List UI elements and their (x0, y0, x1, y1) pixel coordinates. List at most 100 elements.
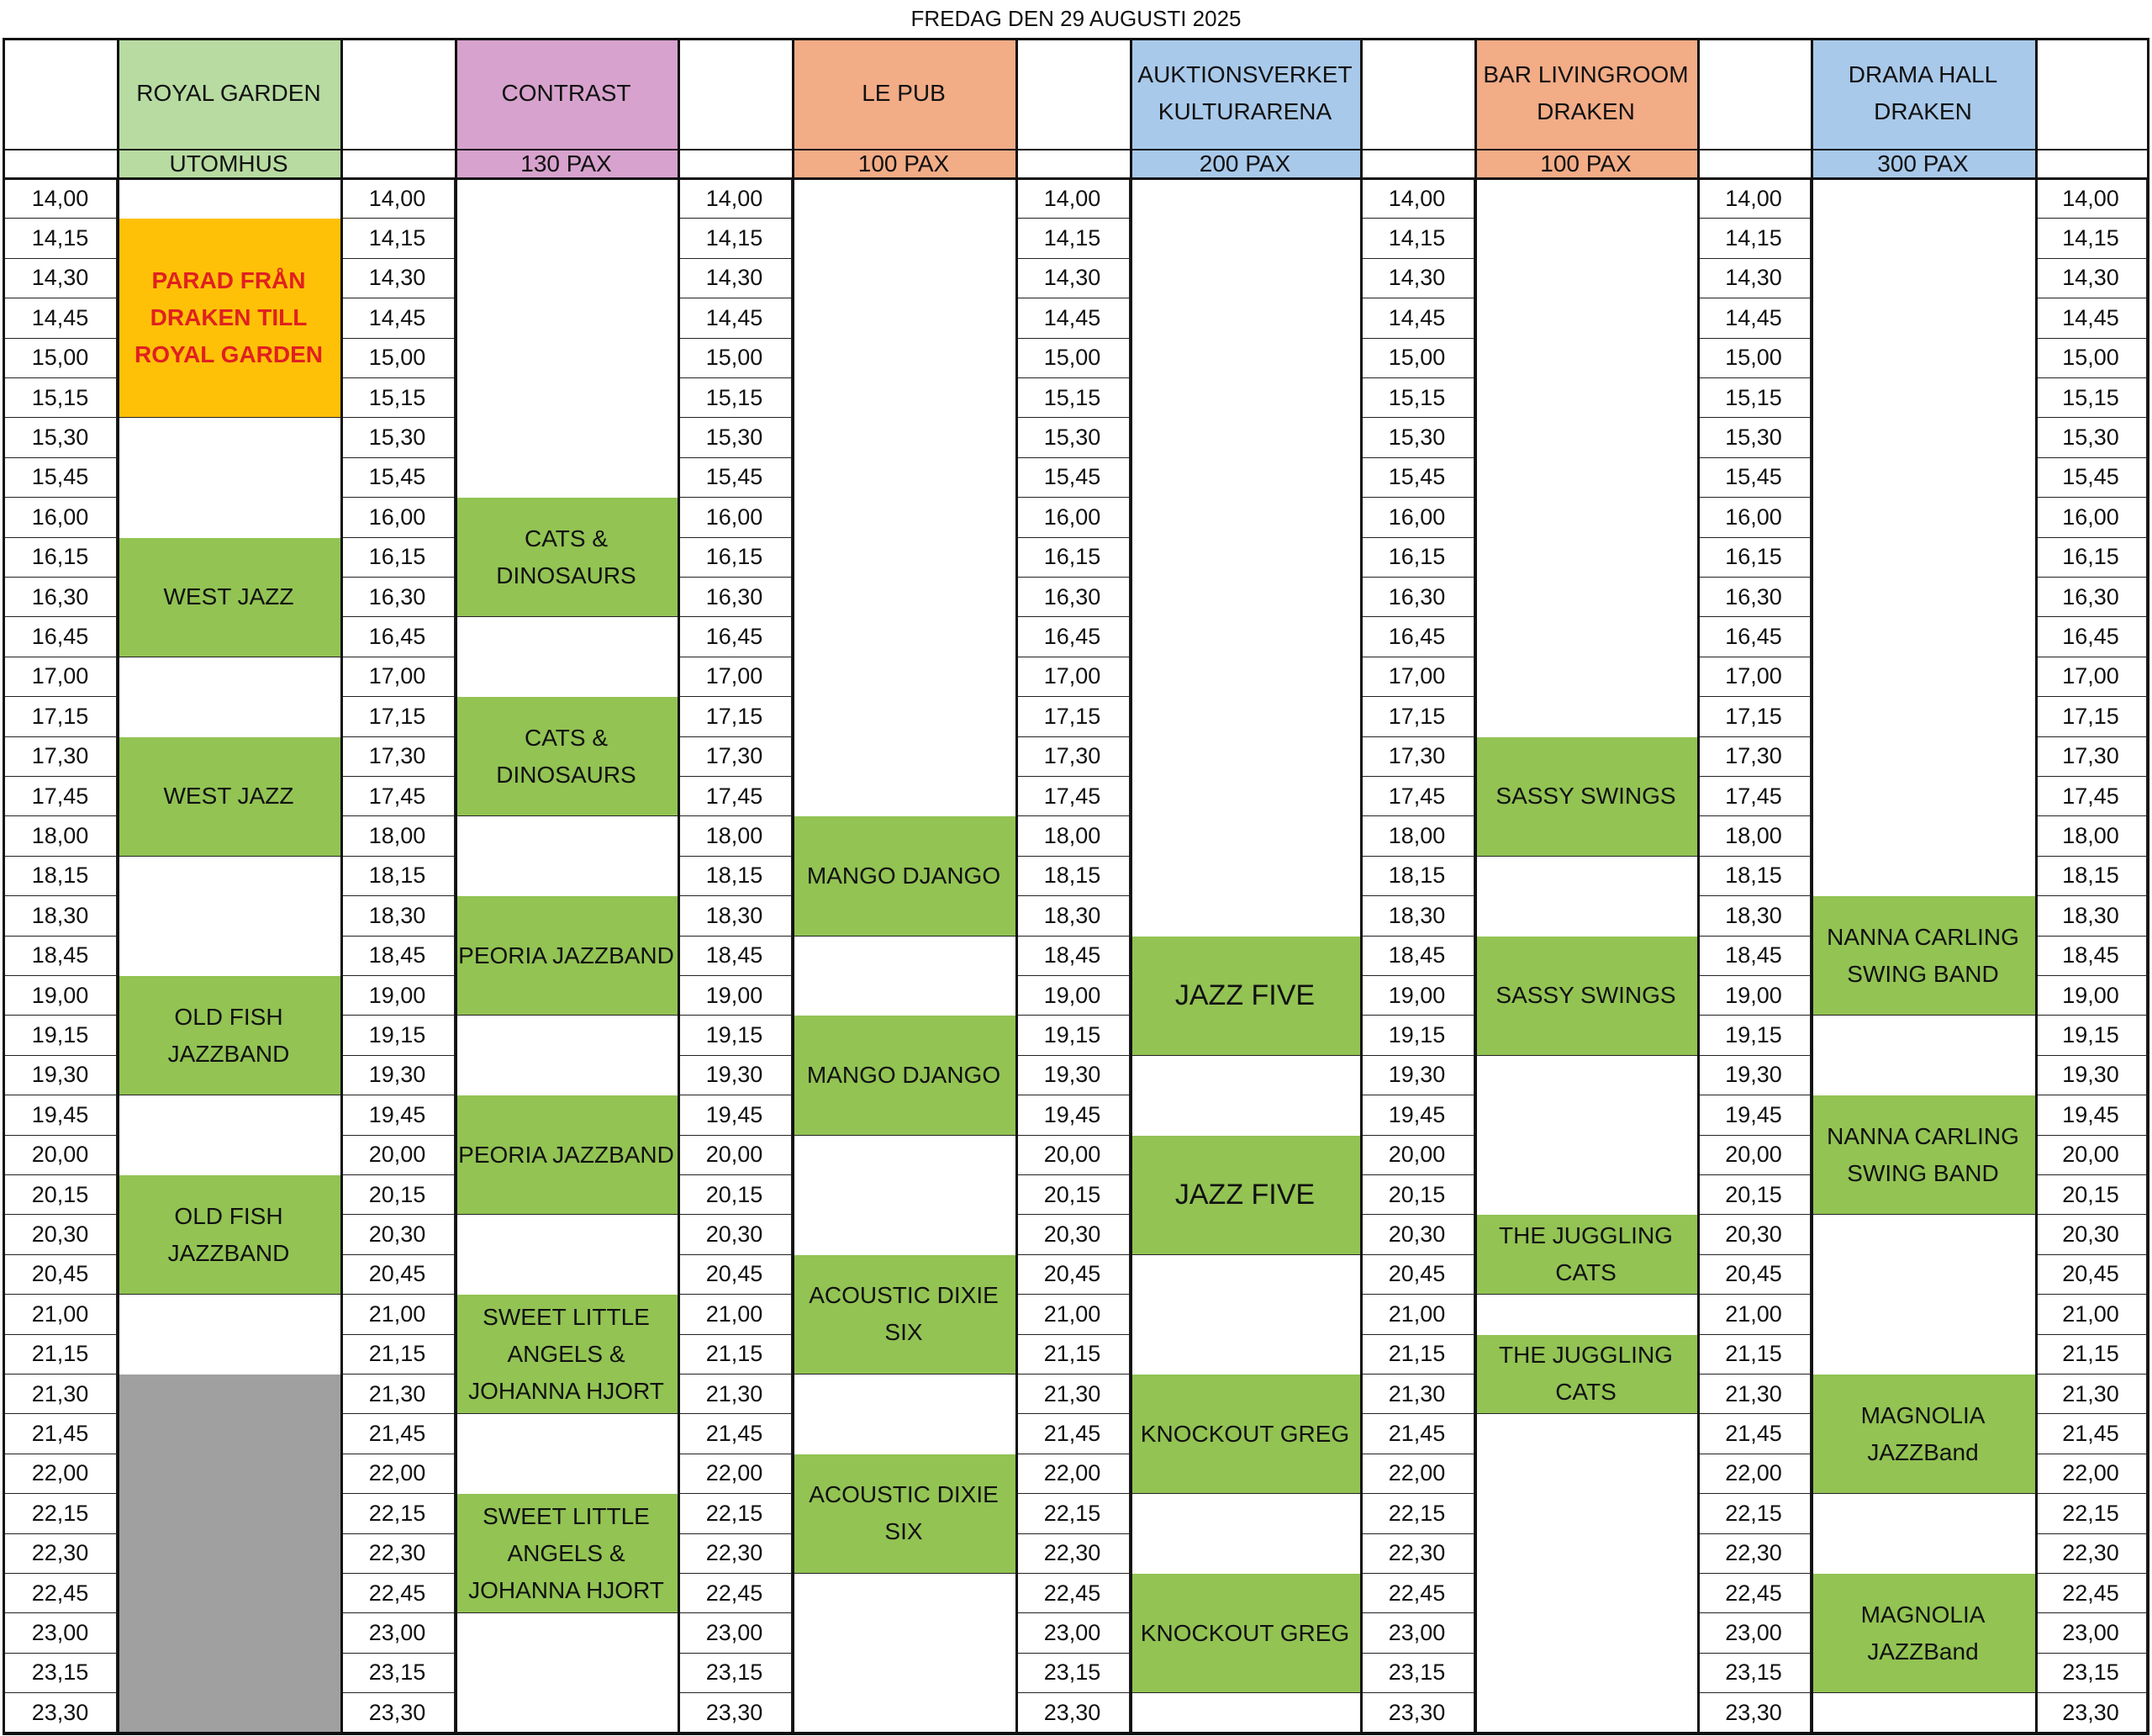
time-slot: 15,00 (340, 338, 455, 378)
time-slot: 15,45 (1360, 457, 1474, 499)
time-slot: 14,00 (2035, 179, 2147, 219)
time-slot: 14,45 (678, 298, 792, 339)
time-slot: 14,15 (1015, 219, 1130, 259)
time-slot: 21,00 (678, 1295, 792, 1335)
time-slot: 17,15 (1015, 697, 1130, 737)
event-block: KNOCKOUT GREG (1130, 1375, 1360, 1495)
time-slot: 20,45 (2035, 1254, 2147, 1295)
time-slot: 19,30 (4, 1055, 117, 1096)
time-slot: 18,00 (1360, 816, 1474, 857)
time-slot: 20,30 (678, 1215, 792, 1255)
time-slot: 17,30 (340, 736, 455, 777)
time-slot: 22,00 (1697, 1454, 1811, 1495)
time-slot: 21,30 (1015, 1375, 1130, 1415)
time-slot: 21,30 (4, 1375, 117, 1415)
time-slot: 14,00 (340, 179, 455, 219)
time-slot: 15,00 (2035, 338, 2147, 378)
time-slot: 22,30 (678, 1533, 792, 1574)
event-block: SASSY SWINGS (1474, 936, 1697, 1056)
time-slot: 14,30 (2035, 258, 2147, 299)
event-block: THE JUGGLING CATS (1474, 1334, 1697, 1415)
event-block: MANGO DJANGO (792, 1016, 1015, 1136)
time-slot: 22,00 (4, 1454, 117, 1495)
time-slot: 23,00 (4, 1613, 117, 1654)
time-slot: 15,00 (1015, 338, 1130, 378)
time-header-divider (678, 149, 792, 150)
time-slot: 14,30 (1015, 258, 1130, 299)
time-slot: 22,30 (340, 1533, 455, 1574)
time-slot: 16,30 (4, 578, 117, 618)
time-slot: 17,45 (1360, 777, 1474, 817)
time-slot: 15,30 (1697, 418, 1811, 458)
time-slot: 18,45 (340, 936, 455, 976)
time-slot: 19,30 (1697, 1055, 1811, 1096)
time-slot: 20,00 (1360, 1135, 1474, 1175)
time-slot: 17,00 (678, 657, 792, 698)
time-slot: 21,45 (1697, 1414, 1811, 1454)
time-slot: 16,00 (1697, 498, 1811, 538)
time-slot: 16,15 (1697, 537, 1811, 578)
time-slot: 17,30 (1015, 736, 1130, 777)
time-slot: 14,45 (2035, 298, 2147, 339)
time-slot: 19,45 (2035, 1095, 2147, 1136)
time-slot: 14,30 (678, 258, 792, 299)
time-slot: 22,45 (340, 1574, 455, 1614)
time-slot: 14,00 (1360, 179, 1474, 219)
time-slot: 17,30 (1697, 736, 1811, 777)
event-block: ACOUSTIC DIXIE SIX (792, 1254, 1015, 1375)
parade-block: PARAD FRÅN DRAKEN TILL ROYAL GARDEN (117, 219, 340, 419)
time-slot: 20,15 (340, 1175, 455, 1216)
time-slot: 17,30 (678, 736, 792, 777)
time-slot: 15,15 (340, 378, 455, 419)
time-slot: 21,00 (4, 1295, 117, 1335)
column-border (1130, 38, 1132, 1733)
time-slot: 16,45 (678, 617, 792, 657)
time-slot: 19,15 (4, 1016, 117, 1056)
schedule-title: FREDAG DEN 29 AUGUSTI 2025 (910, 6, 1242, 31)
time-slot: 20,00 (4, 1135, 117, 1175)
time-slot: 20,15 (2035, 1175, 2147, 1216)
time-header-divider (1360, 149, 1474, 150)
time-slot: 23,30 (4, 1693, 117, 1733)
time-slot: 18,15 (2035, 856, 2147, 897)
time-slot: 21,15 (1360, 1334, 1474, 1375)
time-slot: 14,00 (1015, 179, 1130, 219)
time-slot: 22,15 (1015, 1494, 1130, 1534)
time-slot: 21,15 (2035, 1334, 2147, 1375)
time-slot: 14,15 (340, 219, 455, 259)
time-slot: 23,30 (1015, 1693, 1130, 1733)
time-slot: 22,30 (4, 1533, 117, 1574)
time-slot: 20,00 (1697, 1135, 1811, 1175)
time-slot: 23,30 (340, 1693, 455, 1733)
time-slot: 22,30 (1015, 1533, 1130, 1574)
time-header-divider (1697, 149, 1811, 150)
time-slot: 18,15 (1015, 856, 1130, 897)
time-slot: 15,45 (340, 457, 455, 499)
time-slot: 14,30 (340, 258, 455, 299)
time-slot: 18,45 (2035, 936, 2147, 976)
time-slot: 21,45 (2035, 1414, 2147, 1454)
event-block: THE JUGGLING CATS (1474, 1215, 1697, 1295)
time-slot: 20,30 (4, 1215, 117, 1255)
time-slot: 20,15 (4, 1175, 117, 1216)
time-slot: 19,30 (2035, 1055, 2147, 1096)
time-slot: 20,15 (1360, 1175, 1474, 1216)
time-slot: 21,15 (678, 1334, 792, 1375)
time-slot: 20,45 (1360, 1254, 1474, 1295)
venue-capacity: 200 PAX (1130, 149, 1360, 179)
time-slot: 23,00 (2035, 1613, 2147, 1654)
time-slot: 17,15 (340, 697, 455, 737)
time-slot: 18,30 (2035, 896, 2147, 937)
time-slot: 20,45 (1697, 1254, 1811, 1295)
time-slot: 19,45 (4, 1095, 117, 1136)
time-slot: 14,00 (678, 179, 792, 219)
time-slot: 20,15 (678, 1175, 792, 1216)
time-slot: 17,15 (1697, 697, 1811, 737)
time-slot: 15,00 (4, 338, 117, 378)
time-slot: 23,30 (1360, 1693, 1474, 1733)
time-slot: 22,45 (1015, 1574, 1130, 1614)
time-slot: 23,30 (2035, 1693, 2147, 1733)
time-slot: 19,00 (1360, 976, 1474, 1016)
event-block: WEST JAZZ (117, 736, 340, 857)
